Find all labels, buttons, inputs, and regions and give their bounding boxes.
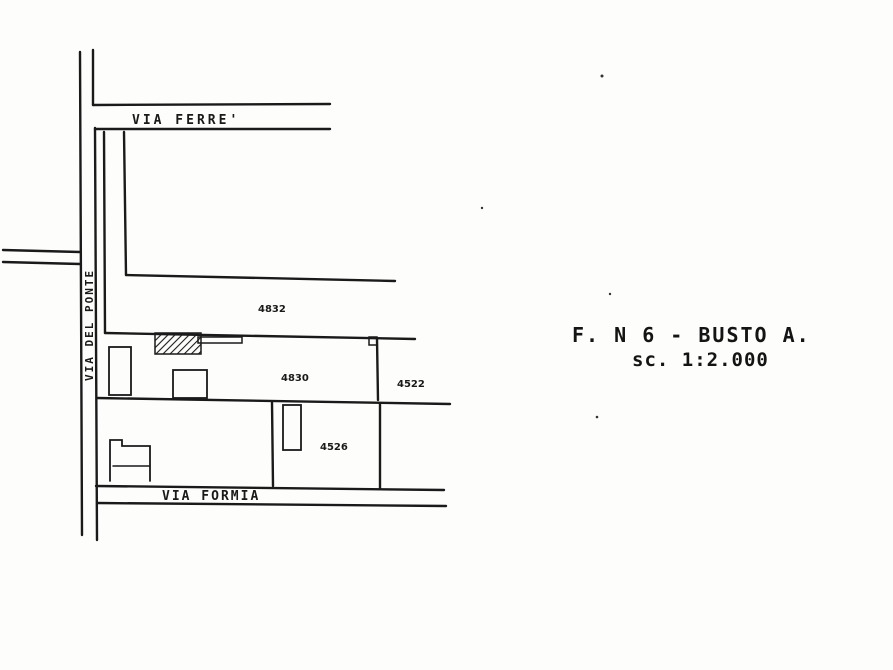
parcel-boundary — [375, 337, 380, 402]
parcel-boundary — [102, 130, 107, 335]
building-outline — [282, 404, 302, 451]
hatched-building — [154, 332, 202, 355]
scan-speck — [480, 206, 484, 210]
parcel-boundary — [124, 273, 397, 283]
parcel-boundary — [270, 400, 275, 488]
scan-speck — [608, 292, 612, 296]
road-edge — [91, 102, 332, 107]
street-label-via-del-ponte: VIA DEL PONTE — [83, 269, 96, 381]
map-caption: F. N 6 - BUSTO A. sc. 1:2.000 — [572, 322, 811, 372]
parcel-number: 4522 — [397, 379, 425, 390]
building-outline — [368, 336, 378, 346]
parcel-number: 4830 — [281, 373, 309, 384]
road-edge — [1, 248, 82, 254]
street-label-via-formia: VIA FORMIA — [162, 489, 260, 504]
road-edge — [95, 501, 448, 508]
building-outline — [109, 439, 151, 482]
parcel-number: 4832 — [258, 304, 286, 315]
road-edge — [1, 260, 82, 266]
building-outline — [197, 336, 243, 344]
road-edge — [93, 126, 99, 542]
street-label-via-ferre: VIA FERRE' — [132, 113, 240, 128]
parcel-boundary — [95, 396, 452, 406]
parcel-boundary — [122, 130, 128, 277]
building-outline — [172, 369, 208, 399]
road-edge — [78, 50, 84, 537]
road-edge — [94, 484, 446, 492]
sheet-reference: F. N 6 - BUSTO A. — [572, 323, 811, 347]
map-scale: sc. 1:2.000 — [632, 349, 769, 371]
scan-speck — [600, 74, 604, 78]
scan-speck — [595, 415, 599, 419]
parcel-number: 4526 — [320, 442, 348, 453]
building-outline — [108, 346, 132, 396]
